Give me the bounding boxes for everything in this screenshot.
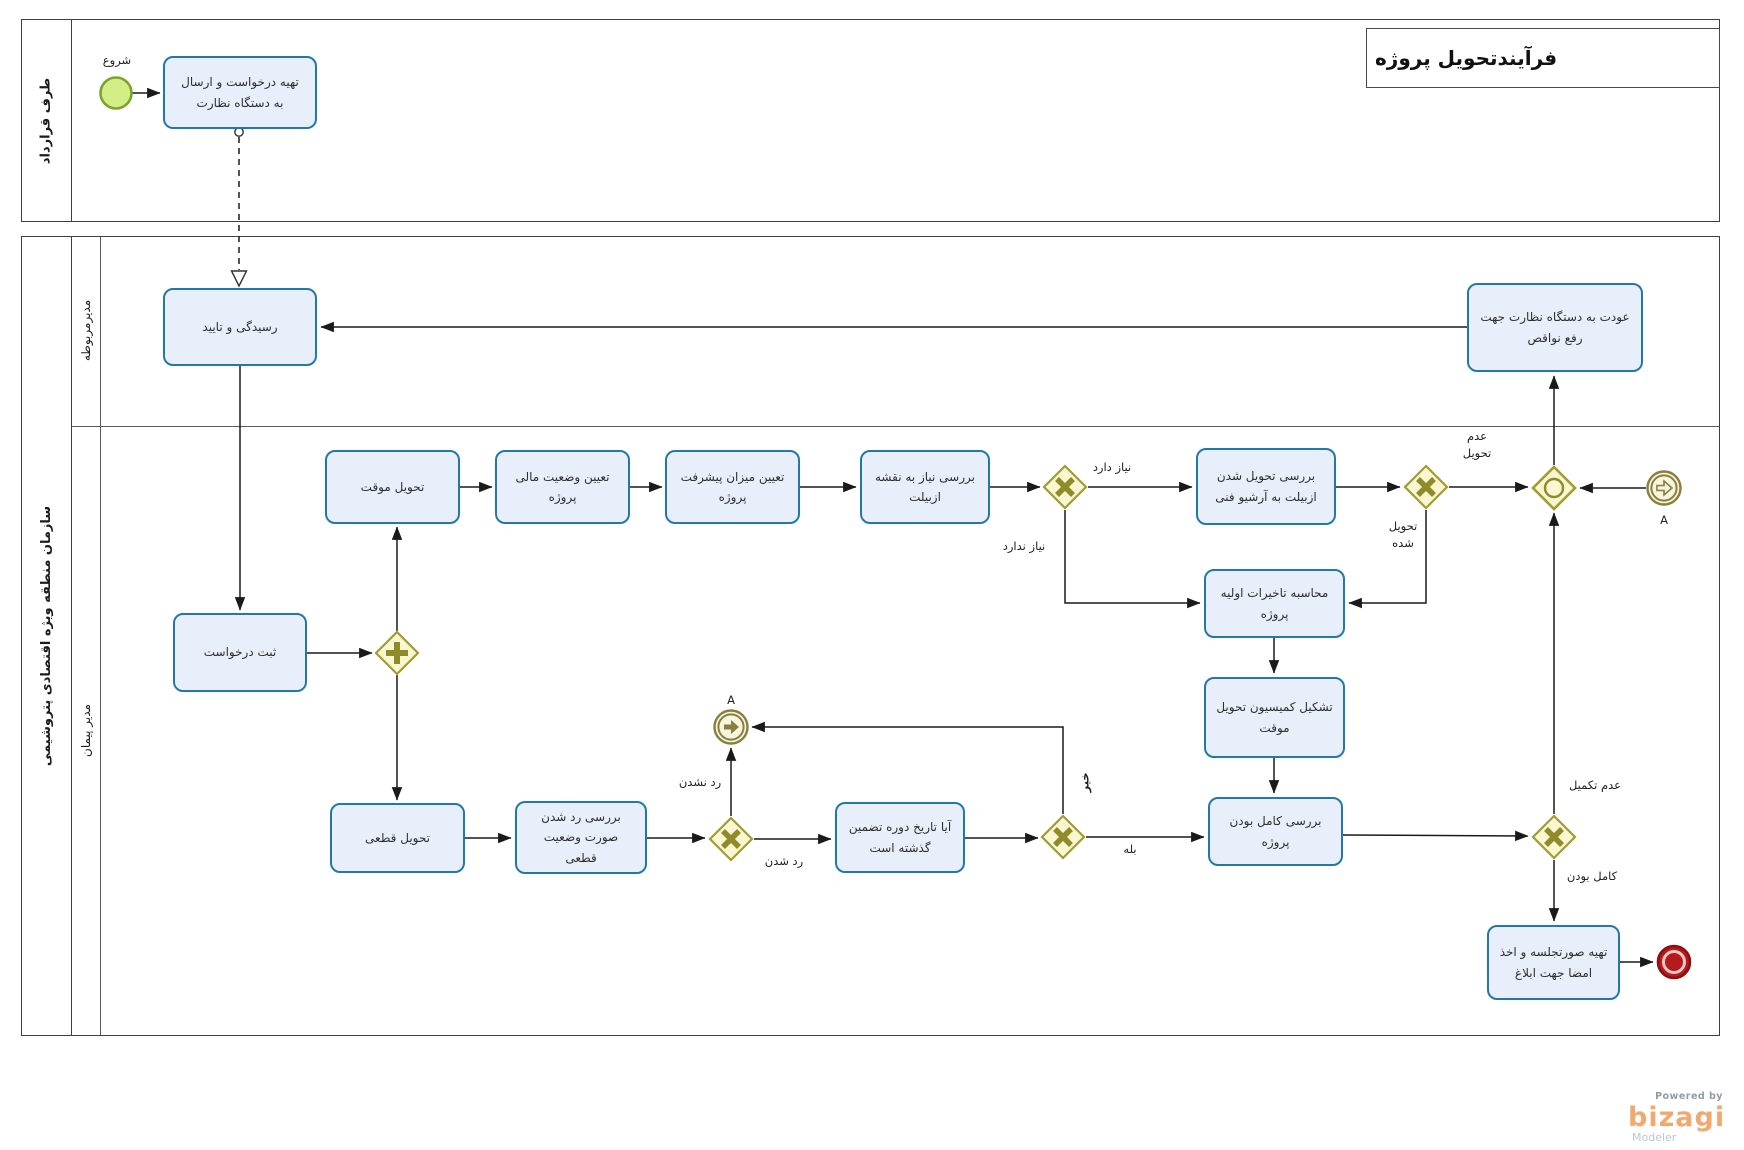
pool-organization-title: سازمان منطقه ویژه اقتصادی پتروشیمی — [21, 236, 71, 1036]
flow-label-incomplete: عدم تکمیل — [1559, 777, 1631, 794]
start-event[interactable] — [98, 75, 134, 111]
xor-gateway-asbuilt-delivered[interactable] — [1403, 464, 1449, 510]
task-progress-amount[interactable]: تعیین میزان پیشرفت پروژه — [665, 450, 800, 524]
task-warranty-passed[interactable]: آیا تاریخ دوره تضمین گذشته است — [835, 802, 965, 873]
task-check-rejection[interactable]: بررسی رد شدن صورت وضعیت قطعی — [515, 801, 647, 874]
flow-label-not-delivered: عدم تحویل — [1451, 428, 1503, 461]
task-return-supervision[interactable]: عودت به دستگاه نظارت جهت رفع نواقص — [1467, 283, 1643, 372]
task-prepare-minutes[interactable]: تهیه صورتجلسه و اخذ امضا جهت ابلاغ — [1487, 925, 1620, 1000]
bizagi-logo: bizagi — [1628, 1104, 1723, 1131]
flow-label-needs: نیاز دارد — [1072, 459, 1152, 476]
parallel-gateway[interactable] — [374, 630, 420, 676]
xor-gateway-rejection[interactable] — [708, 816, 754, 862]
task-review-approve[interactable]: رسیدگی و تایید — [163, 288, 317, 366]
end-event[interactable] — [1655, 943, 1693, 981]
task-form-commission[interactable]: تشکیل کمیسیون تحویل موقت — [1204, 677, 1345, 758]
link-catch-event-A[interactable] — [1645, 469, 1683, 507]
diagram-title-box: فرآیندتحویل پروژه — [1366, 28, 1720, 88]
inclusive-gateway[interactable] — [1531, 465, 1577, 511]
powered-by-text: Powered by — [1628, 1092, 1723, 1102]
lane-manager-title: مدیرمربوطه — [71, 236, 100, 425]
task-financial-status[interactable]: تعیین وضعیت مالی پروژه — [495, 450, 630, 524]
bizagi-watermark: Powered by bizagi Modeler — [1628, 1092, 1723, 1143]
task-temp-delivery[interactable]: تحویل موقت — [325, 450, 460, 524]
task-register-request[interactable]: ثبت درخواست — [173, 613, 307, 692]
link-catch-label: A — [1644, 512, 1684, 529]
task-final-delivery[interactable]: تحویل قطعی — [330, 803, 465, 873]
task-calc-delays[interactable]: محاسبه تاخیرات اولیه پروژه — [1204, 569, 1345, 638]
flow-label-delivered: تحویل شده — [1378, 518, 1428, 551]
task-check-complete[interactable]: بررسی کامل بودن پروژه — [1208, 797, 1343, 866]
link-throw-event-A[interactable] — [712, 708, 750, 746]
flow-label-rejected: رد شدن — [752, 853, 816, 870]
task-asbuilt-need[interactable]: بررسی نیاز به نقشه ازبیلت — [860, 450, 990, 524]
flow-label-yes: بله — [1110, 841, 1150, 858]
lane-contract-manager-title: مدیر پیمان — [71, 425, 100, 1036]
flow-label-no-need: نیاز ندارد — [988, 538, 1060, 555]
flow-label-complete: کامل بودن — [1556, 868, 1628, 885]
link-throw-label: A — [711, 692, 751, 709]
diagram-title: فرآیندتحویل پروژه — [1367, 46, 1557, 70]
start-event-label: شروع — [87, 52, 147, 69]
task-asbuilt-archive[interactable]: بررسی تحویل شدن ازبیلت به آرشیو فنی — [1196, 448, 1336, 525]
flow-label-not-rejected: رد نشدن — [668, 774, 732, 791]
pool-contract-title: طرف قرارداد — [21, 20, 71, 223]
modeler-text: Modeler — [1632, 1132, 1723, 1143]
lane-divider — [72, 426, 1719, 427]
task-prepare-request[interactable]: تهیه درخواست و ارسال به دستگاه نظارت — [163, 56, 317, 129]
xor-gateway-completeness[interactable] — [1531, 814, 1577, 860]
xor-gateway-warranty[interactable] — [1040, 814, 1086, 860]
flow-label-no: خیر — [1077, 762, 1094, 802]
